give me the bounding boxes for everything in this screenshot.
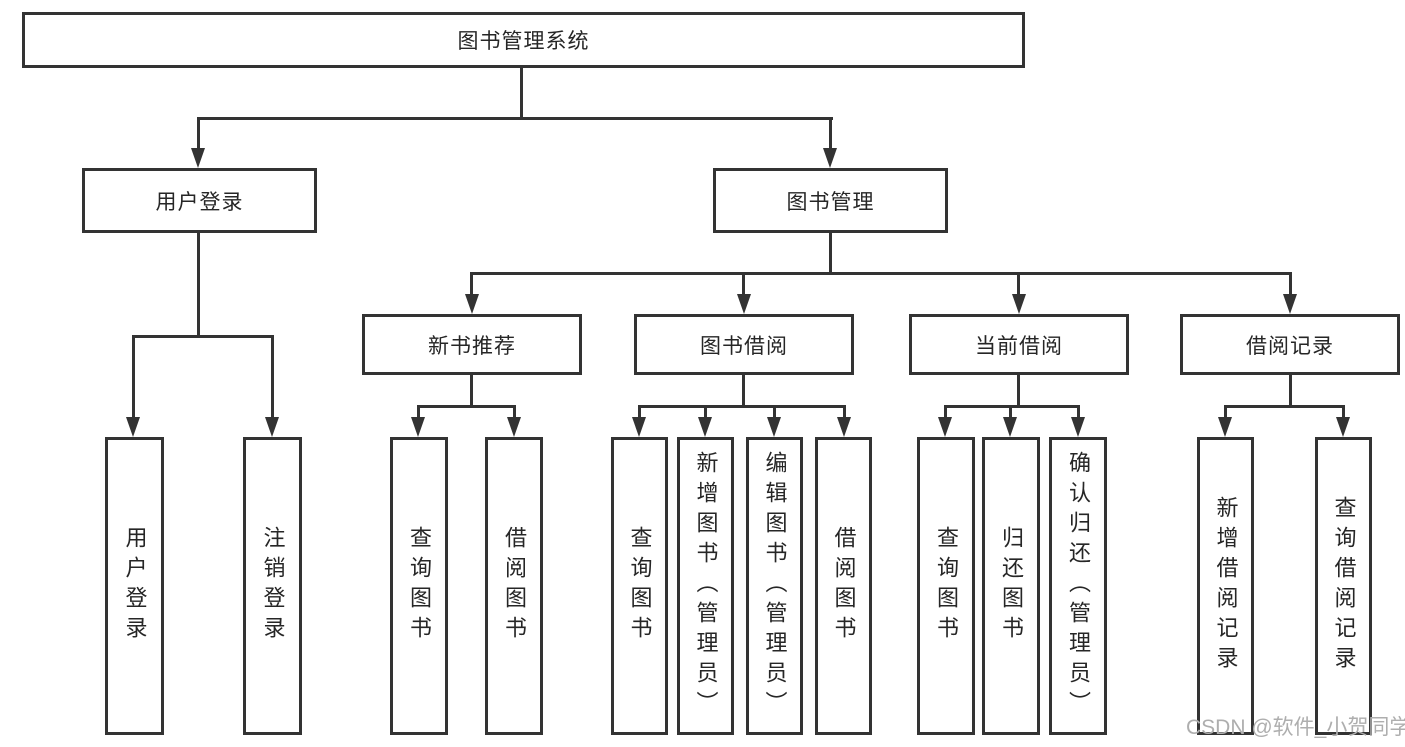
- leaf-logout-label: 注销登录: [260, 526, 286, 646]
- leaf-current-query-books-label: 查询图书: [934, 526, 959, 646]
- line: [271, 335, 274, 419]
- line: [1342, 405, 1345, 418]
- line: [1224, 405, 1227, 418]
- arrow-down-icon: [265, 417, 279, 437]
- line: [417, 405, 420, 418]
- arrow-down-icon: [465, 294, 479, 314]
- line: [132, 335, 274, 338]
- leaf-recommend-borrow-books: 借阅图书: [485, 437, 543, 735]
- line: [470, 272, 1292, 275]
- node-library-system: 图书管理系统: [22, 12, 1025, 68]
- node-current-borrow: 当前借阅: [909, 314, 1129, 375]
- line: [1289, 374, 1292, 408]
- line: [1289, 272, 1292, 296]
- arrow-down-icon: [1336, 417, 1350, 437]
- node-user-login: 用户登录: [82, 168, 317, 233]
- line: [470, 272, 473, 296]
- node-user-login-label: 用户登录: [155, 190, 244, 214]
- node-book-management-label: 图书管理: [786, 190, 875, 214]
- arrow-down-icon: [1003, 417, 1017, 437]
- arrow-down-icon: [698, 417, 712, 437]
- arrow-down-icon: [737, 294, 751, 314]
- leaf-current-query-books: 查询图书: [917, 437, 975, 735]
- leaf-borrow-query-books: 查询图书: [611, 437, 668, 735]
- node-new-book-recommend-label: 新书推荐: [428, 334, 516, 358]
- node-book-borrow: 图书借阅: [634, 314, 854, 375]
- line: [742, 374, 745, 408]
- line: [1017, 374, 1020, 408]
- line: [197, 233, 200, 335]
- leaf-add-borrow-record: 新增借阅记录: [1197, 437, 1254, 735]
- arrow-down-icon: [938, 417, 952, 437]
- line: [197, 117, 200, 150]
- csdn-watermark: CSDN @软件_小贺同学: [1186, 716, 1405, 739]
- leaf-add-borrow-record-label: 新增借阅记录: [1213, 496, 1239, 676]
- leaf-add-book-admin-label: 新增图书（管理员）: [693, 451, 719, 721]
- arrow-down-icon: [767, 417, 781, 437]
- arrow-down-icon: [632, 417, 646, 437]
- leaf-user-login-label: 用户登录: [122, 526, 148, 646]
- arrow-down-icon: [1012, 294, 1026, 314]
- leaf-logout: 注销登录: [243, 437, 302, 735]
- leaf-return-books: 归还图书: [982, 437, 1040, 735]
- line: [520, 66, 523, 118]
- line: [417, 405, 516, 408]
- node-borrow-records-label: 借阅记录: [1246, 334, 1334, 358]
- leaf-recommend-query-books: 查询图书: [390, 437, 448, 735]
- line: [638, 405, 846, 408]
- line: [1077, 405, 1080, 418]
- node-current-borrow-label: 当前借阅: [975, 334, 1063, 358]
- arrow-down-icon: [1071, 417, 1085, 437]
- arrow-down-icon: [191, 148, 205, 168]
- leaf-recommend-borrow-books-label: 借阅图书: [502, 526, 527, 646]
- leaf-query-borrow-record-label: 查询借阅记录: [1331, 496, 1357, 676]
- line: [773, 405, 776, 418]
- line: [829, 233, 832, 272]
- leaf-add-book-admin: 新增图书（管理员）: [677, 437, 734, 735]
- leaf-borrow-query-books-label: 查询图书: [627, 526, 653, 646]
- node-book-management: 图书管理: [713, 168, 948, 233]
- arrow-down-icon: [1218, 417, 1232, 437]
- leaf-confirm-return-admin: 确认归还（管理员）: [1049, 437, 1107, 735]
- line: [742, 272, 745, 296]
- leaf-confirm-return-admin-label: 确认归还（管理员）: [1066, 451, 1091, 721]
- arrow-down-icon: [507, 417, 521, 437]
- arrow-down-icon: [837, 417, 851, 437]
- node-borrow-records: 借阅记录: [1180, 314, 1400, 375]
- line: [1224, 405, 1345, 408]
- line: [470, 374, 473, 408]
- line: [704, 405, 707, 418]
- leaf-recommend-query-books-label: 查询图书: [407, 526, 432, 646]
- arrow-down-icon: [126, 417, 140, 437]
- line: [513, 405, 516, 418]
- line: [843, 405, 846, 418]
- leaf-edit-book-admin: 编辑图书（管理员）: [746, 437, 803, 735]
- line: [132, 335, 135, 419]
- arrow-down-icon: [823, 148, 837, 168]
- arrow-down-icon: [411, 417, 425, 437]
- leaf-user-login: 用户登录: [105, 437, 164, 735]
- line: [829, 117, 832, 150]
- leaf-borrow-borrow-books: 借阅图书: [815, 437, 872, 735]
- line: [944, 405, 1080, 408]
- line: [1017, 272, 1020, 296]
- arrow-down-icon: [1283, 294, 1297, 314]
- leaf-query-borrow-record: 查询借阅记录: [1315, 437, 1372, 735]
- node-new-book-recommend: 新书推荐: [362, 314, 582, 375]
- node-book-borrow-label: 图书借阅: [700, 334, 788, 358]
- leaf-return-books-label: 归还图书: [999, 526, 1024, 646]
- line: [944, 405, 947, 418]
- line: [197, 117, 833, 120]
- line: [638, 405, 641, 418]
- leaf-edit-book-admin-label: 编辑图书（管理员）: [762, 451, 788, 721]
- node-library-system-label: 图书管理系统: [457, 30, 590, 53]
- line: [1009, 405, 1012, 418]
- leaf-borrow-borrow-books-label: 借阅图书: [831, 526, 857, 646]
